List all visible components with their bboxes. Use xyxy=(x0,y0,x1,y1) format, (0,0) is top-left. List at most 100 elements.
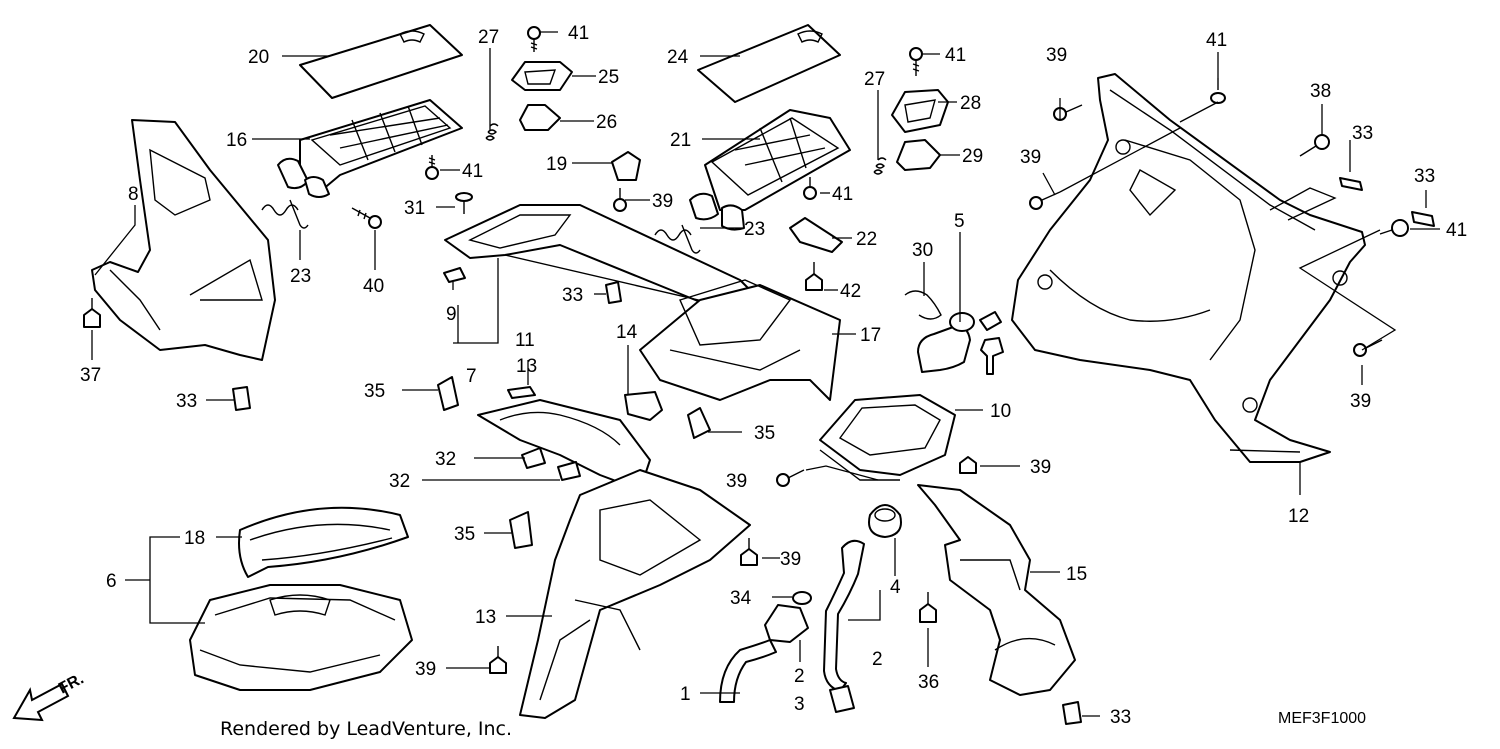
part-latch-28 xyxy=(891,89,949,133)
callout-42: 42 xyxy=(840,281,861,302)
clip-35-a xyxy=(437,376,459,411)
clip-19 xyxy=(611,151,641,181)
callout-37: 37 xyxy=(80,365,101,386)
bolt-39-top-right xyxy=(1053,104,1083,121)
callout-35: 35 xyxy=(364,381,385,402)
screw-40 xyxy=(351,207,382,229)
callout-39: 39 xyxy=(652,191,673,212)
bolt-37 xyxy=(83,298,101,328)
callout-23: 23 xyxy=(290,266,311,287)
callout-33: 33 xyxy=(1414,166,1435,187)
callout-11: 11 xyxy=(515,330,535,351)
part-hook-26 xyxy=(519,104,561,131)
callout-5: 5 xyxy=(954,211,965,232)
callout-2: 2 xyxy=(872,649,883,670)
bolt-41-mid xyxy=(803,177,817,200)
callout-23: 23 xyxy=(744,219,765,240)
part-spring-27a xyxy=(485,123,499,141)
callout-25: 25 xyxy=(598,67,619,88)
bolt-39-lower-left xyxy=(489,646,507,674)
clip-33-right-a xyxy=(1339,177,1363,191)
part-hose-1 xyxy=(719,639,777,703)
callout-26: 26 xyxy=(596,112,617,133)
part-latch-25 xyxy=(511,61,573,91)
callout-41: 41 xyxy=(1206,30,1227,51)
callout-14: 14 xyxy=(616,322,638,343)
part-spring-23b xyxy=(654,224,701,254)
clip-32-b xyxy=(557,461,581,481)
washer-34 xyxy=(792,591,812,605)
part-strip-18 xyxy=(238,506,409,578)
callout-41: 41 xyxy=(462,161,483,182)
bolt-41-right-fender xyxy=(1379,219,1409,237)
part-breather xyxy=(764,604,809,643)
callout-19: 19 xyxy=(546,154,567,175)
callout-3: 3 xyxy=(794,694,805,715)
callout-21: 21 xyxy=(670,130,691,151)
part-cowl-17 xyxy=(639,284,841,401)
callout-41: 41 xyxy=(832,184,853,205)
part-inner-panel-8 xyxy=(91,119,276,361)
callout-40: 40 xyxy=(363,276,384,297)
callout-8: 8 xyxy=(128,184,139,205)
part-spring-23a xyxy=(261,199,309,229)
bolt-31 xyxy=(455,192,473,214)
callout-35: 35 xyxy=(454,524,475,545)
bolt-39-mid xyxy=(613,188,627,212)
part-hook-29 xyxy=(896,139,941,171)
clip-35-b xyxy=(687,407,711,439)
part-rear-fender-12 xyxy=(1011,73,1366,463)
screw-41-mid-left xyxy=(425,155,439,180)
callout-33: 33 xyxy=(1110,707,1131,728)
front-direction-indicator: FR. xyxy=(12,670,87,722)
callout-2: 2 xyxy=(794,666,805,687)
callout-28: 28 xyxy=(960,93,981,114)
callout-30: 30 xyxy=(912,240,933,261)
bolt-41-top-fender xyxy=(1210,78,1226,104)
callout-39: 39 xyxy=(1030,457,1051,478)
part-spring-27b xyxy=(873,157,887,175)
clip-33-left xyxy=(232,386,251,411)
callout-33: 33 xyxy=(176,391,197,412)
part-inner-panel-13 xyxy=(519,469,751,719)
clip-33-lower-right xyxy=(1062,701,1082,725)
callout-39: 39 xyxy=(1020,147,1041,168)
parts-artwork xyxy=(83,24,1435,725)
bolt-39-bucket xyxy=(776,469,805,487)
bolt-42 xyxy=(805,262,823,291)
callout-29: 29 xyxy=(962,146,983,167)
diagram-code: MEF3F1000 xyxy=(1278,710,1367,727)
callout-17: 17 xyxy=(860,325,881,346)
part-bucket-10 xyxy=(819,394,956,476)
callout-1: 1 xyxy=(680,684,691,705)
clip-33-mid xyxy=(605,281,622,304)
part-lid-24 xyxy=(697,24,841,103)
part-piece-14 xyxy=(624,391,663,421)
bolt-36 xyxy=(919,592,937,623)
bolt-38 xyxy=(1299,134,1330,157)
callout-27: 27 xyxy=(478,27,499,48)
callout-34: 34 xyxy=(730,588,752,609)
callout-35: 35 xyxy=(754,423,775,444)
bolt-39-left-fender xyxy=(1029,191,1061,210)
callout-6: 6 xyxy=(106,571,117,592)
callout-41: 41 xyxy=(568,23,589,44)
callout-16: 16 xyxy=(226,130,247,151)
callout-24: 24 xyxy=(667,47,689,68)
callout-41: 41 xyxy=(1446,220,1467,241)
bolt-39-right-center xyxy=(959,456,977,474)
callout-39: 39 xyxy=(780,549,801,570)
callout-4: 4 xyxy=(890,577,901,598)
callout-31: 31 xyxy=(404,198,425,219)
callout-39: 39 xyxy=(1046,45,1067,66)
callout-39: 39 xyxy=(1350,391,1371,412)
bolt-39-center xyxy=(740,538,758,566)
screw-41-upper-center xyxy=(909,47,923,76)
clip-9 xyxy=(443,267,466,283)
callout-20: 20 xyxy=(248,47,269,68)
bracket-22 xyxy=(789,217,843,253)
callout-39: 39 xyxy=(415,659,436,680)
callout-22: 22 xyxy=(856,229,877,250)
callout-13: 13 xyxy=(516,356,537,377)
callout-38: 38 xyxy=(1310,81,1331,102)
